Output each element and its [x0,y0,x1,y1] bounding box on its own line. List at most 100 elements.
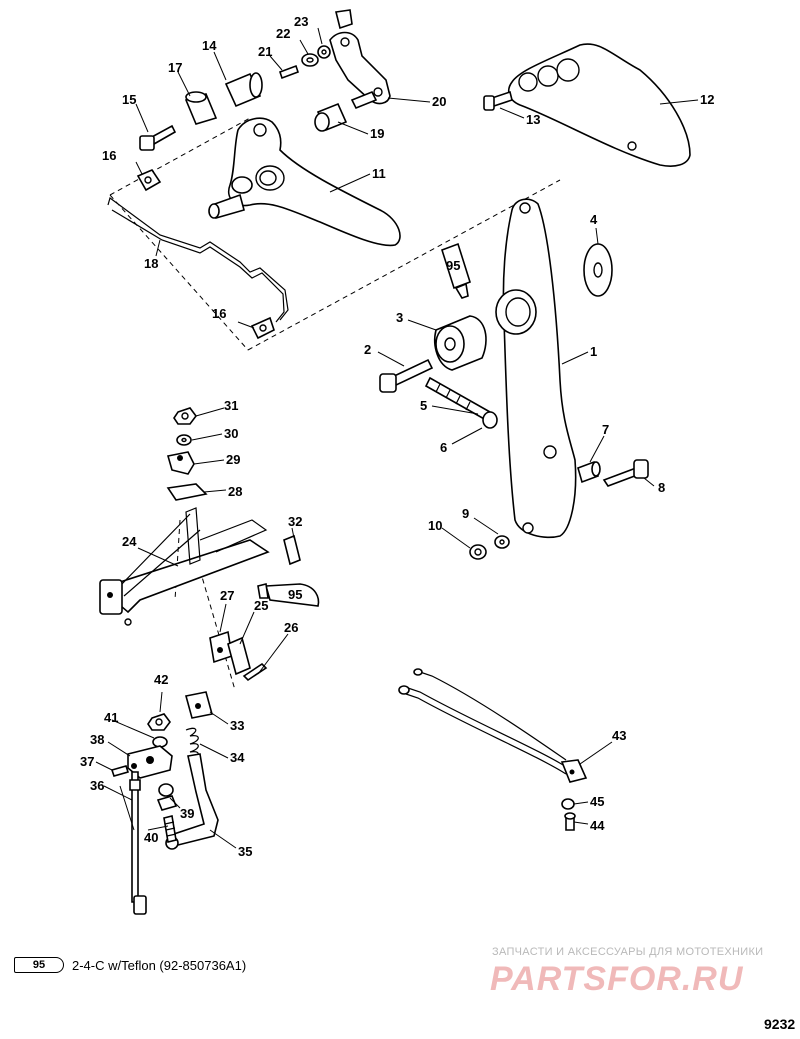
callout-6: 6 [440,440,447,455]
part-39-retainer [156,783,178,811]
part-31-nut [173,407,197,425]
callout-26: 26 [284,620,298,635]
part-7-spacer [577,460,601,484]
lubricant-tube-95-lower: 95 [257,583,320,607]
callout-17: 17 [168,60,182,75]
callout-31: 31 [224,398,238,413]
callout-19: 19 [370,126,384,141]
callout-40: 40 [144,830,158,845]
part-20-lever-arm [329,9,391,110]
tube-label-lower: 95 [288,587,302,602]
part-16-link-end-upper [136,169,162,192]
callout-20: 20 [432,94,446,109]
callout-21: 21 [258,44,272,59]
callout-27: 27 [220,588,234,603]
callout-7: 7 [602,422,609,437]
callout-1: 1 [590,344,597,359]
legend: 95 2-4-C w/Teflon (92-850736A1) [14,957,246,973]
callout-18: 18 [144,256,158,271]
part-29-clip [166,451,195,475]
part-44-screw [564,812,576,831]
part-36-rod [129,771,147,915]
part-30-washer [176,434,192,446]
part-42-nut [147,713,171,731]
part-12-cover-plate [507,43,691,167]
callout-29: 29 [226,452,240,467]
callout-41: 41 [104,710,118,725]
callout-35: 35 [238,844,252,859]
figure-number: 9232 [764,1016,796,1032]
part-19-fitting [314,102,348,132]
callout-44: 44 [590,818,605,833]
callout-36: 36 [90,778,104,793]
part-24-bracket [99,507,270,626]
part-14-bushing [224,72,263,108]
callout-8: 8 [658,480,665,495]
part-25-plate [227,636,251,676]
part-32-screw [283,534,301,566]
part-2-bolt [379,358,434,393]
callout-37: 37 [80,754,94,769]
callout-38: 38 [90,732,104,747]
part-23-star-washer [317,45,331,59]
callout-11: 11 [372,166,386,181]
watermark-tagline: ЗАПЧАСТИ И АКСЕССУАРЫ ДЛЯ МОТОТЕХНИКИ [492,946,764,958]
part-28-plate [166,483,208,501]
callout-42: 42 [154,672,168,687]
part-3-bushing [434,315,487,371]
part-15-bolt [139,124,177,151]
lubricant-tube-95-upper: 95 [441,242,471,299]
callout-30: 30 [224,426,238,441]
part-9-washer [494,535,510,549]
part-8-bolt [602,459,649,487]
watermark-logo: PARTSFOR.RU [490,960,744,998]
part-10-nut [469,544,487,560]
part-38-swivel-block [127,745,173,779]
part-40-screw [163,815,177,843]
callout-25: 25 [254,598,268,613]
legend-tube-label: 95 [32,959,46,971]
callout-28: 28 [228,484,242,499]
callout-3: 3 [396,310,403,325]
callout-32: 32 [288,514,302,529]
callout-10: 10 [428,518,442,533]
part-22-washer [301,53,319,67]
part-16-link-end-lower [250,316,275,340]
callout-numbers: 1 2 3 4 5 6 7 8 9 10 11 12 13 14 15 16 1… [80,14,714,859]
part-13-screw [483,90,513,111]
callout-12: 12 [700,92,714,107]
leader-lines [95,27,699,849]
callout-14: 14 [202,38,217,53]
part-45-nut [561,798,575,810]
part-34-spring [185,727,199,761]
part-43-switch-wires [398,668,588,783]
part-6-nut [482,411,498,429]
callout-43: 43 [612,728,626,743]
callout-22: 22 [276,26,290,41]
part-18-link-rod [107,197,289,323]
callout-33: 33 [230,718,244,733]
part-33-nut-block [185,691,213,719]
callout-24: 24 [122,534,137,549]
callout-5: 5 [420,398,427,413]
part-1-main-lever [495,198,577,539]
part-26-screw [242,662,268,682]
part-21-screw [278,64,300,80]
part-17-bushing [184,91,218,125]
legend-text: 2-4-C w/Teflon (92-850736A1) [72,957,247,973]
callout-45: 45 [590,794,604,809]
callout-2: 2 [364,342,371,357]
callout-15: 15 [122,92,136,107]
tube-label-upper: 95 [446,258,460,273]
callout-13: 13 [526,112,540,127]
callout-16-upper: 16 [102,148,116,163]
part-5-threaded-rod [424,376,492,422]
callout-23: 23 [294,14,308,29]
callout-16-lower: 16 [212,306,226,321]
callout-4: 4 [590,212,598,227]
legend-tube-icon: 95 [14,957,64,973]
callout-39: 39 [180,806,194,821]
callout-9: 9 [462,506,469,521]
part-37-pin [110,765,130,777]
